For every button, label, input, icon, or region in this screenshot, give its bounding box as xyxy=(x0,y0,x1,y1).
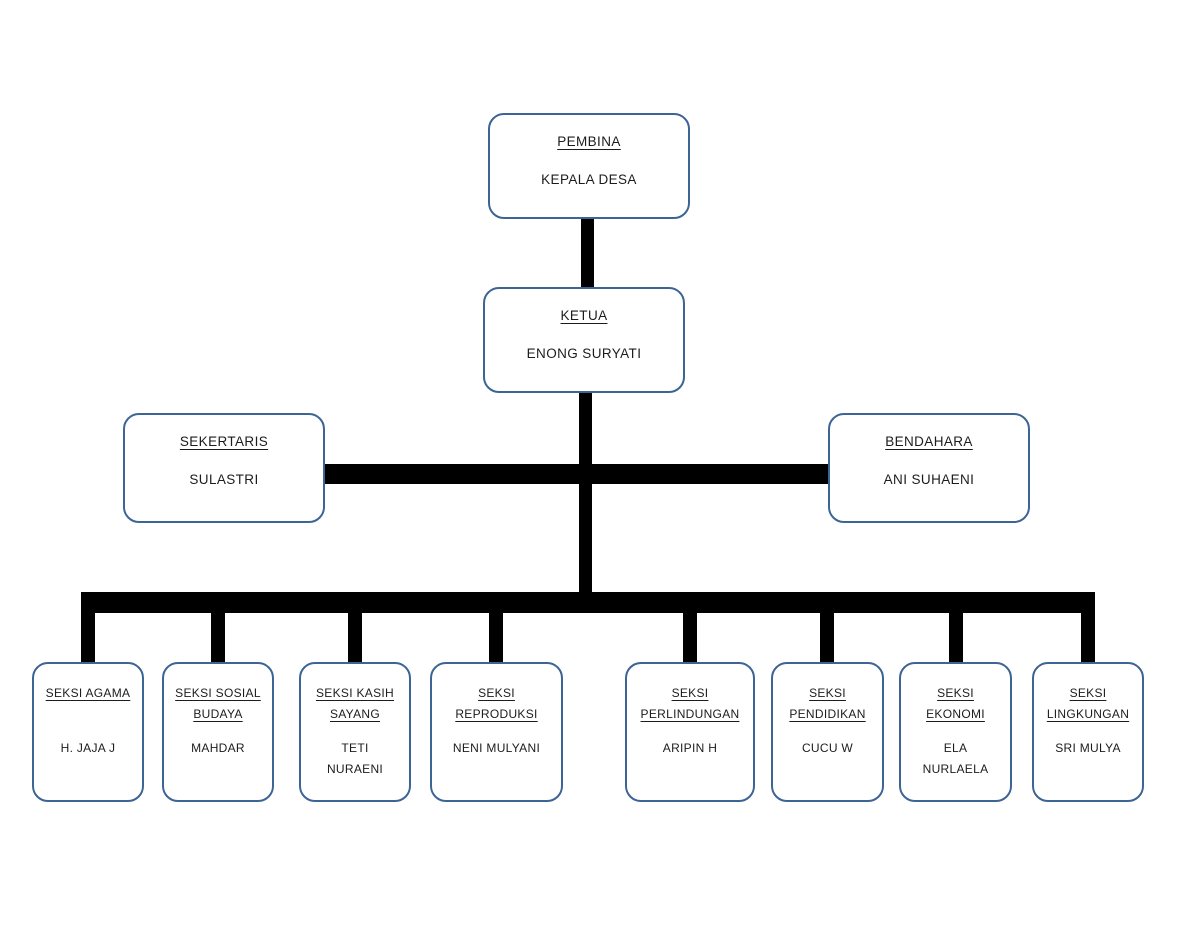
node-seksi-pendidikan-title: SEKSI PENDIDIKAN xyxy=(789,686,866,721)
node-seksi-sosial-budaya-title: SEKSI SOSIAL BUDAYA xyxy=(175,686,261,721)
connector-drop-7 xyxy=(949,611,963,664)
connector-sekertaris-bendahara-bar xyxy=(324,464,828,484)
node-seksi-reproduksi-title: SEKSI REPRODUKSI xyxy=(455,686,538,721)
node-seksi-kasih-sayang-name: TETI NURAENI xyxy=(326,741,384,776)
node-bendahara-title: BENDAHARA xyxy=(885,434,973,449)
node-seksi-reproduksi: SEKSI REPRODUKSI NENI MULYANI xyxy=(430,662,563,802)
node-ketua: KETUA ENONG SURYATI xyxy=(483,287,685,393)
node-ketua-name: ENONG SURYATI xyxy=(526,346,642,361)
connector-drop-1 xyxy=(81,611,95,664)
node-seksi-lingkungan-name: SRI MULYA xyxy=(1055,741,1121,755)
connector-drop-3 xyxy=(348,611,362,664)
node-pembina-title: PEMBINA xyxy=(557,134,621,149)
connector-drop-4 xyxy=(489,611,503,664)
node-seksi-lingkungan: SEKSI LINGKUNGAN SRI MULYA xyxy=(1032,662,1144,802)
node-ketua-title: KETUA xyxy=(560,308,608,323)
connector-seksi-bar xyxy=(81,592,1095,613)
node-seksi-kasih-sayang: SEKSI KASIH SAYANG TETI NURAENI xyxy=(299,662,411,802)
node-seksi-lingkungan-title: SEKSI LINGKUNGAN xyxy=(1046,686,1130,721)
node-pembina-name: KEPALA DESA xyxy=(541,172,637,187)
node-seksi-perlindungan: SEKSI PERLINDUNGAN ARIPIN H xyxy=(625,662,755,802)
connector-drop-6 xyxy=(820,611,834,664)
node-seksi-pendidikan: SEKSI PENDIDIKAN CUCU W xyxy=(771,662,884,802)
node-seksi-sosial-budaya: SEKSI SOSIAL BUDAYA MAHDAR xyxy=(162,662,274,802)
node-seksi-ekonomi-name: ELA NURLAELA xyxy=(922,741,989,776)
node-seksi-perlindungan-name: ARIPIN H xyxy=(662,741,718,755)
node-sekertaris: SEKERTARIS SULASTRI xyxy=(123,413,325,523)
connector-drop-8 xyxy=(1081,611,1095,664)
node-bendahara-name: ANI SUHAENI xyxy=(883,472,975,487)
node-seksi-pendidikan-name: CUCU W xyxy=(801,741,854,755)
node-seksi-sosial-budaya-name: MAHDAR xyxy=(191,741,245,755)
node-seksi-kasih-sayang-title: SEKSI KASIH SAYANG xyxy=(316,686,394,721)
connector-drop-5 xyxy=(683,611,697,664)
node-seksi-agama-name: H. JAJA J xyxy=(60,741,116,755)
node-pembina: PEMBINA KEPALA DESA xyxy=(488,113,690,219)
node-sekertaris-title: SEKERTARIS xyxy=(179,434,269,449)
node-seksi-reproduksi-name: NENI MULYANI xyxy=(452,741,541,755)
connector-pembina-ketua xyxy=(581,216,594,289)
node-seksi-perlindungan-title: SEKSI PERLINDUNGAN xyxy=(640,686,740,721)
node-seksi-agama: SEKSI AGAMA H. JAJA J xyxy=(32,662,144,802)
node-seksi-ekonomi: SEKSI EKONOMI ELA NURLAELA xyxy=(899,662,1012,802)
node-bendahara: BENDAHARA ANI SUHAENI xyxy=(828,413,1030,523)
connector-ketua-trunk xyxy=(579,390,592,594)
connector-drop-2 xyxy=(211,611,225,664)
node-seksi-agama-title: SEKSI AGAMA xyxy=(45,686,131,700)
node-seksi-ekonomi-title: SEKSI EKONOMI xyxy=(926,686,985,721)
node-sekertaris-name: SULASTRI xyxy=(189,472,259,487)
